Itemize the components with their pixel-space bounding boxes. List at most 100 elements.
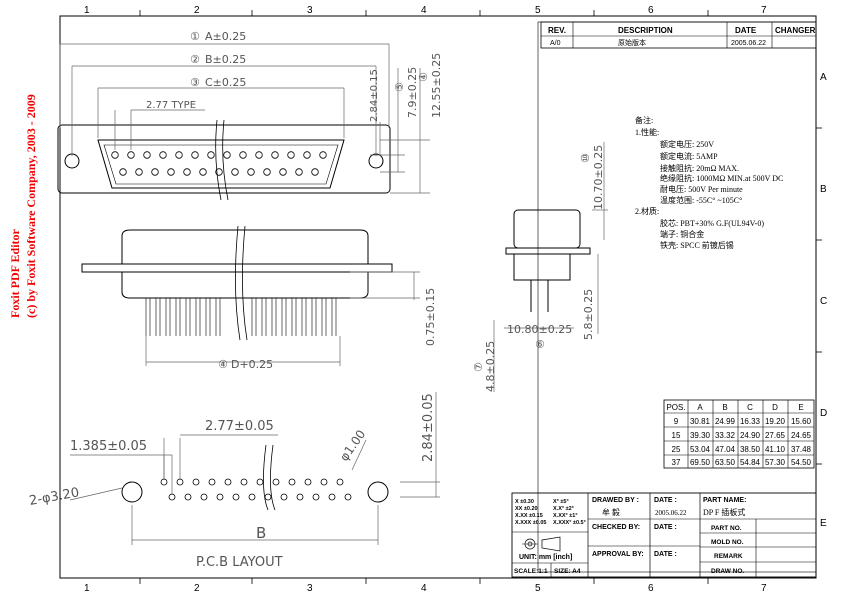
table-header: POS.	[666, 403, 685, 412]
col-label-1-bottom: 1	[84, 583, 90, 594]
dim-0-75-label: 0.75±0.15	[424, 288, 437, 346]
table-cell: 24.65	[791, 431, 812, 440]
table-cell: 69.50	[690, 458, 711, 467]
notes-item: 接触阻抗: 20mΩ MAX.	[660, 163, 739, 173]
date-label-checked: DATE :	[654, 524, 677, 531]
rev-cell-description: 原始版本	[618, 38, 646, 47]
col-label-2-bottom: 2	[194, 583, 200, 594]
column-ticks	[139, 10, 822, 584]
pcb-dim-1-385: 1.385±0.05	[70, 439, 147, 454]
table-cell: 15	[672, 431, 681, 440]
dim-12-55-label: 12.55±0.25	[430, 53, 443, 118]
pcb-dim-2-77: 2.77±0.05	[205, 419, 274, 434]
checked-by-label: CHECKED BY:	[592, 524, 640, 531]
dim-b-number: ②	[190, 53, 200, 66]
col-label-6-top: 6	[648, 5, 654, 16]
table-cell: 16.33	[740, 417, 761, 426]
table-cell: 9	[674, 417, 679, 426]
table-cell: 39.30	[690, 431, 711, 440]
notes-item: 铁壳: SPCC 前镀后锡	[660, 240, 734, 250]
dim-2-84-label: 2.84±0.15	[369, 69, 380, 122]
dim-c-label: C±0.25	[205, 76, 246, 89]
watermark-line-2: (c) by Foxit Software Company, 2003 - 20…	[24, 94, 38, 318]
col-label-3-bottom: 3	[307, 583, 313, 594]
dimension-table: POS. A B C D E 9 30.81 24.99 16.33 19.20…	[663, 399, 815, 469]
row-label-e: E	[820, 518, 827, 529]
dim-10-70-label: 10.70±0.25	[592, 145, 605, 210]
projection-symbol-icon	[522, 536, 561, 552]
table-cell: 54.84	[740, 458, 761, 467]
connector-front-view	[57, 119, 391, 201]
table-cell: 37	[672, 458, 681, 467]
table-cell: 30.81	[690, 417, 711, 426]
pcb-dim-b: B	[256, 524, 266, 542]
part-name-value: DP F 插板式	[703, 507, 745, 517]
table-cell: 47.04	[715, 445, 736, 454]
part-name-label: PART NAME:	[703, 497, 746, 504]
title-block: X ±0.30 XX ±0.20 X.XX ±0.15 X.XXX ±0.05 …	[511, 492, 817, 578]
angle-tolerance-x: X° ±5°	[553, 499, 569, 505]
size-label: SIZE: A4	[554, 568, 581, 575]
table-cell: 37.48	[791, 445, 812, 454]
angle-tolerance-xxxx: X.XXX° ±0.5°	[553, 520, 586, 526]
table-cell: 33.32	[715, 431, 736, 440]
table-cell: 41.10	[765, 445, 786, 454]
notes-section-1: 1.性能:	[635, 127, 659, 137]
dim-7-9-label: 7.9±0.25	[406, 67, 419, 118]
tolerance-xxx: X.XX ±0.15	[515, 513, 543, 519]
scale-label: SCALE:1:1	[514, 568, 548, 575]
front-view-dimensions: ① A±0.25 ② B±0.25 ③ C±0.25 2.77 TYPE 2.8…	[59, 30, 443, 194]
dim-7-number: ⑦	[472, 362, 485, 372]
dim-c-number: ③	[190, 76, 200, 89]
dim-4-number: ④	[417, 72, 430, 82]
notes-item: 温度范围: -55C° ~105C°	[660, 195, 742, 205]
tolerance-xx: XX ±0.20	[515, 506, 538, 512]
dim-a-label: A±0.25	[205, 30, 246, 43]
notes: 备注: 1.性能: 额定电压: 250V 额定电流: 5AMP 接触阻抗: 20…	[635, 115, 783, 250]
remark-label: REMARK	[714, 553, 743, 560]
table-header: C	[747, 403, 753, 412]
mold-no-label: MOLD NO.	[711, 539, 744, 546]
dim-5-number: ⑤	[393, 82, 406, 92]
approval-by-label: APPROVAL BY:	[592, 551, 644, 558]
table-cell: 54.50	[791, 458, 812, 467]
col-label-4-bottom: 4	[421, 583, 427, 594]
dim-pitch-type: 2.77 TYPE	[146, 100, 196, 111]
unit-label: UNIT: mm [inch]	[519, 554, 572, 561]
col-label-7-top: 7	[761, 5, 767, 16]
dim-a-number: ①	[190, 30, 200, 43]
dim-5-8-label: 5.8±0.25	[582, 289, 595, 340]
table-cell: 24.90	[740, 431, 761, 440]
table-header: B	[722, 403, 727, 412]
dim-10-number: ⑩	[579, 153, 592, 163]
dim-10-80-label: 10.80±0.25	[507, 323, 572, 336]
notes-item: 耐电压: 500V Per minute	[660, 184, 743, 194]
col-label-7-bottom: 7	[761, 583, 767, 594]
notes-title: 备注:	[635, 115, 653, 125]
pcb-layout: 2.77±0.05 1.385±0.05 2-φ3.20 φ1.00 2.84±…	[28, 392, 440, 570]
foxit-watermark: Foxit PDF Editor (c) by Foxit Software C…	[4, 8, 44, 318]
table-cell: 19.20	[765, 417, 786, 426]
rev-header-description: DESCRIPTION	[618, 26, 673, 35]
rev-cell-rev: A/0	[550, 40, 561, 47]
notes-item: 端子: 铜合金	[660, 229, 704, 239]
sheet-inner-border	[537, 21, 817, 573]
rev-header-rev: REV.	[548, 26, 566, 35]
connector-side-view: ④ D+0.25 0.75±0.15	[81, 225, 437, 371]
rev-cell-date: 2005.06.22	[731, 40, 766, 47]
col-label-5-top: 5	[535, 5, 541, 16]
dim-6-number: ⑥	[535, 338, 545, 351]
date-value-drawed: 2005.06.22	[655, 509, 687, 517]
table-cell: 25	[672, 445, 681, 454]
tolerance-xxxx: X.XXX ±0.05	[515, 520, 546, 526]
pcb-dim-3-20: 2-φ3.20	[28, 485, 80, 509]
revision-block: REV. DESCRIPTION DATE CHANGER A/0 原始版本 2…	[540, 21, 817, 49]
rev-header-changer: CHANGER	[775, 26, 816, 35]
notes-item: 额定电压: 250V	[660, 139, 714, 149]
angle-tolerance-xx: X.X° ±2°	[553, 506, 574, 512]
table-header: D	[772, 403, 778, 412]
drawed-by-label: DRAWED BY :	[592, 497, 639, 504]
dim-b-label: B±0.25	[205, 53, 246, 66]
table-cell: 24.99	[715, 417, 736, 426]
